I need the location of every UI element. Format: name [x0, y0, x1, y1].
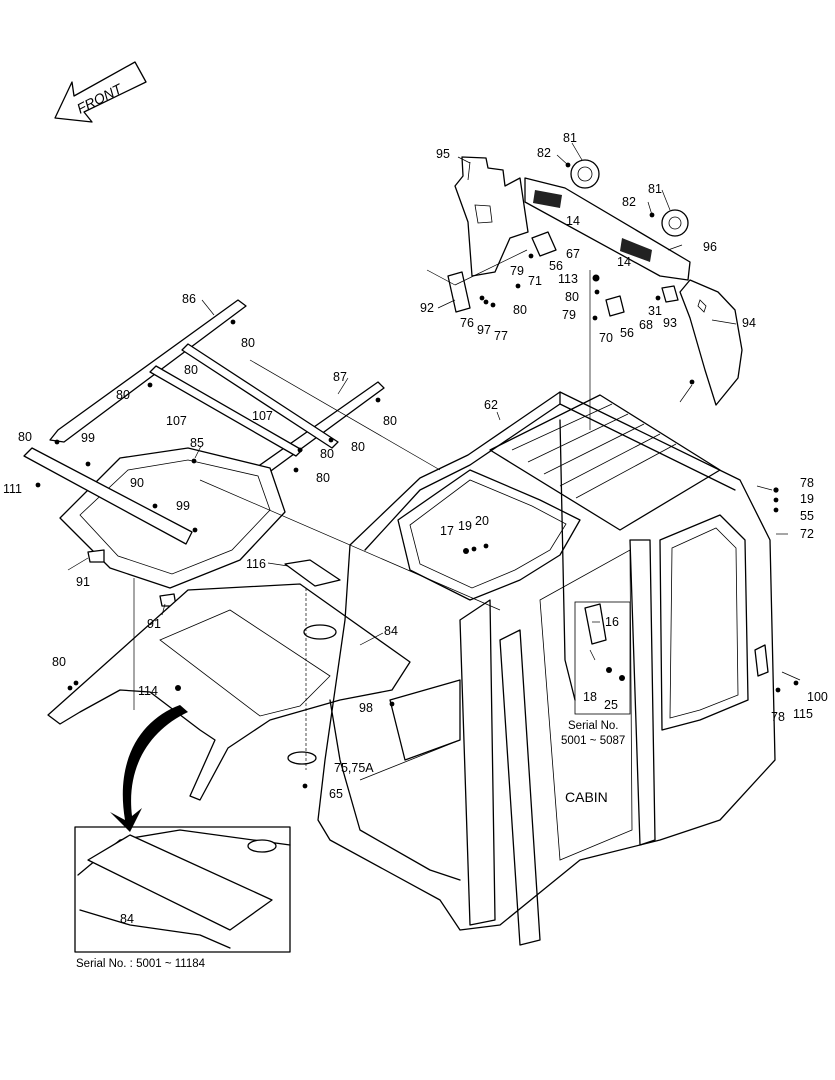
callout-72: 72	[800, 527, 814, 541]
callout-31: 31	[648, 304, 662, 318]
callout-80: 80	[565, 290, 579, 304]
callout-55: 55	[800, 509, 814, 523]
callout-70: 70	[599, 331, 613, 345]
callout-62: 62	[484, 398, 498, 412]
headliner-rails-107	[149, 343, 339, 457]
callout-79: 79	[562, 308, 576, 322]
callout-19: 19	[800, 492, 814, 506]
roof-headliner-84	[47, 559, 411, 801]
callout-81: 81	[648, 182, 662, 196]
callout-93: 93	[663, 316, 677, 330]
callout-80: 80	[241, 336, 255, 350]
callout-79: 79	[510, 264, 524, 278]
rear-side-trim-panel-94	[679, 279, 743, 406]
callout-18: 18	[583, 690, 597, 704]
callout-80: 80	[513, 303, 527, 317]
headliner-strip-86	[49, 299, 247, 443]
callout-99: 99	[81, 431, 95, 445]
callout-91: 91	[147, 617, 161, 631]
fasteners	[35, 162, 799, 789]
rear-trim-panel-95	[454, 156, 529, 277]
cabin-label: CABIN	[565, 789, 608, 805]
callout-78: 78	[771, 710, 785, 724]
callout-115: 115	[793, 707, 813, 721]
callout-80: 80	[316, 471, 330, 485]
callout-92: 92	[420, 301, 434, 315]
callout-107: 107	[166, 414, 187, 428]
callout-17: 17	[440, 524, 454, 538]
callout-labels: 95 81 82 81 82 14 67 56 96 79 71 113 14 …	[3, 131, 828, 926]
callout-71: 71	[528, 274, 542, 288]
callout-56: 56	[549, 259, 563, 273]
callout-14: 14	[566, 214, 580, 228]
callout-113: 113	[558, 272, 578, 286]
callout-116: 116	[246, 557, 266, 571]
callout-80: 80	[52, 655, 66, 669]
callout-25: 25	[604, 698, 618, 712]
callout-86: 86	[182, 292, 196, 306]
leader-lines	[67, 142, 801, 770]
rear-clip-brackets	[447, 231, 679, 317]
callout-111: 111	[3, 482, 22, 496]
cabin-frame-62	[317, 391, 776, 946]
callout-95: 95	[436, 147, 450, 161]
callout-65: 65	[329, 787, 343, 801]
serial-inset-caption: Serial No. : 5001 ~ 11184	[76, 958, 206, 970]
serial-callout-line2: 5001 ~ 5087	[561, 735, 625, 747]
callout-80: 80	[116, 388, 130, 402]
inset-detail-box	[74, 826, 291, 953]
callout-98: 98	[359, 701, 373, 715]
callout-84: 84	[120, 912, 134, 926]
callout-90: 90	[130, 476, 144, 490]
callout-99: 99	[176, 499, 190, 513]
callout-19: 19	[458, 519, 472, 533]
callout-84: 84	[384, 624, 398, 638]
front-direction-arrow: FRONT	[54, 61, 147, 123]
callout-81: 81	[563, 131, 577, 145]
callout-67: 67	[566, 247, 580, 261]
callout-96: 96	[703, 240, 717, 254]
callout-76: 76	[460, 316, 474, 330]
callout-80: 80	[383, 414, 397, 428]
callout-68: 68	[639, 318, 653, 332]
callout-94: 94	[742, 316, 756, 330]
callout-20: 20	[475, 514, 489, 528]
callout-80: 80	[18, 430, 32, 444]
callout-78: 78	[800, 476, 814, 490]
upper-rear-trim-panel-96	[524, 159, 691, 281]
callout-107: 107	[252, 409, 273, 423]
callout-14: 14	[617, 255, 631, 269]
callout-16: 16	[605, 615, 619, 629]
callout-80: 80	[184, 363, 198, 377]
callout-85: 85	[190, 436, 204, 450]
serial-callout-line1: Serial No.	[568, 720, 619, 732]
callout-56: 56	[620, 326, 634, 340]
callout-114: 114	[138, 684, 158, 698]
inset-pointer-arrow	[110, 705, 188, 832]
callout-97: 97	[477, 323, 491, 337]
front-roof-liner-85	[23, 447, 286, 607]
callout-87: 87	[333, 370, 347, 384]
serial-detail-box	[574, 601, 631, 715]
callout-100: 100	[807, 690, 828, 704]
callout-80: 80	[351, 440, 365, 454]
callout-91: 91	[76, 575, 90, 589]
callout-80: 80	[320, 447, 334, 461]
callout-77: 77	[494, 329, 508, 343]
callout-82: 82	[622, 195, 636, 209]
callout-75-75a: 75,75A	[334, 761, 374, 775]
callout-82: 82	[537, 146, 551, 160]
